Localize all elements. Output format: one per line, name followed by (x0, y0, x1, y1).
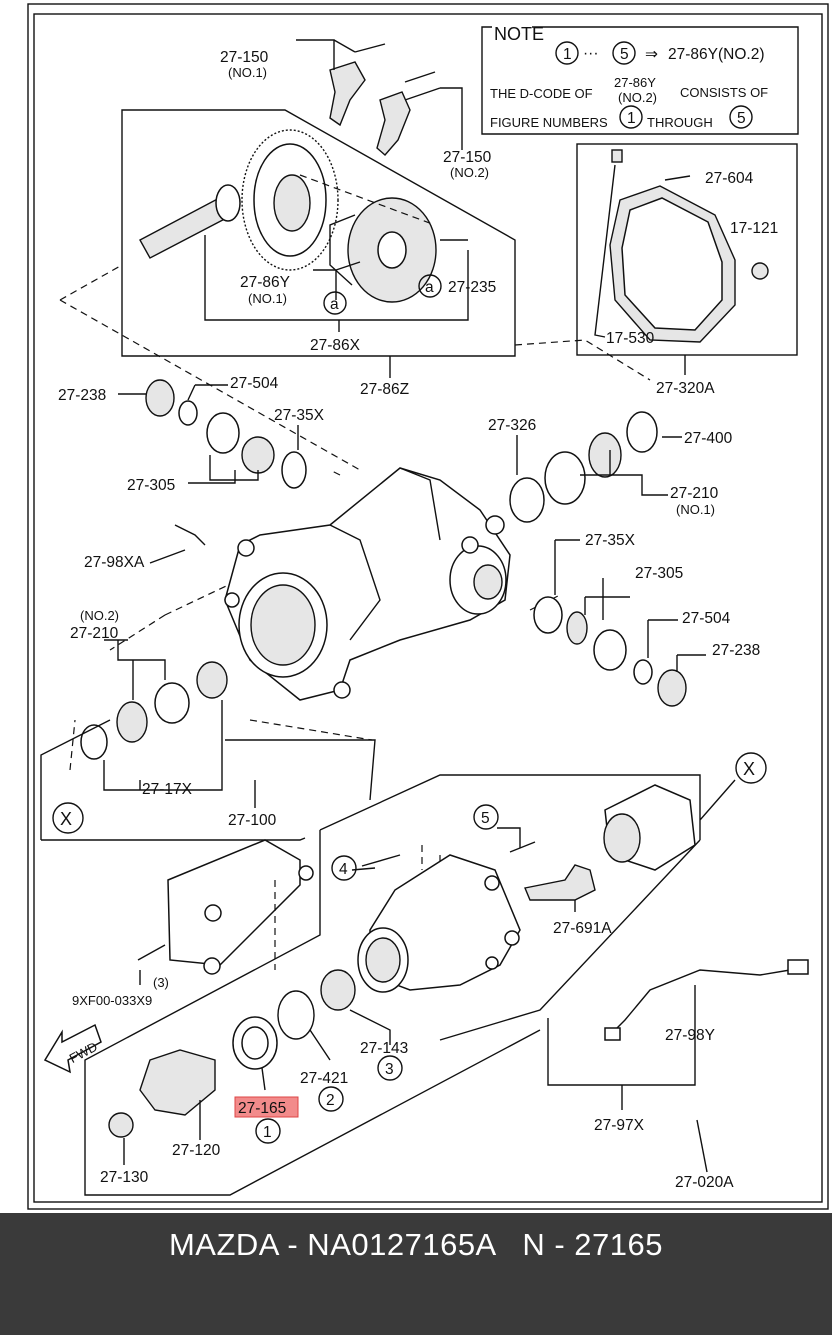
lower-assembly-panel: X (84, 752, 809, 1196)
note-line3-through: THROUGH (647, 115, 713, 130)
mark-a-1: a (330, 296, 339, 313)
label-27-98y: 27-98Y (665, 1027, 715, 1044)
note-line2-prefix: THE D-CODE OF (490, 86, 593, 101)
circle-4-lower-label: 4 (339, 861, 348, 878)
bearing-group-top-right (509, 411, 682, 523)
label-27-235: 27-235 (448, 279, 496, 296)
marker-x-left-label: X (60, 809, 72, 829)
label-17-530: 17-530 (606, 330, 655, 347)
label-17-121: 17-121 (730, 220, 778, 237)
note-line2-code: 27-86Y (614, 75, 656, 90)
label-27-150-no1-sub: (NO.1) (228, 65, 267, 80)
label-27-35x-top: 27-35X (274, 407, 325, 424)
label-27-210-no1: 27-210 (670, 485, 719, 502)
part-number-caption: MAZDA - NA0127165A N - 27165 (168, 1227, 664, 1262)
note-mark-end: 5 (620, 46, 629, 63)
label-27-17x: 27-17X (142, 781, 193, 798)
note-line2-code-sub: (NO.2) (618, 90, 657, 105)
fwd-arrow-icon: FWD (43, 1023, 102, 1074)
inner-frame (33, 13, 823, 1203)
circle-5-lower-label: 5 (481, 810, 490, 827)
note-title: NOTE (494, 24, 544, 44)
label-27-210-no2-sub: (NO.2) (80, 608, 119, 623)
bearing-group-top-left (118, 379, 307, 489)
note-code: 27-86Y(NO.2) (668, 46, 764, 63)
label-27-86y-no1-sub: (NO.1) (248, 291, 287, 306)
label-9xf00-qty: (3) (153, 975, 169, 990)
label-27-86z: 27-86Z (360, 381, 409, 398)
label-9xf00: 9XF00-033X9 (72, 993, 152, 1008)
label-27-86x: 27-86X (310, 337, 361, 354)
outer-frame (27, 3, 829, 1210)
label-27-35x-right: 27-35X (585, 532, 636, 549)
guide-line-top (59, 264, 651, 476)
note-box: NOTE 1 ··· 5 ⇒ 27-86Y(NO.2) THE D-CODE O… (481, 24, 799, 135)
highlight-27-165 (234, 1096, 299, 1118)
bearing-group-mid-left (80, 639, 228, 791)
circle-3-lower (377, 1055, 403, 1081)
rear-cover-panel (576, 143, 798, 375)
label-27-210-no1-sub: (NO.1) (676, 502, 715, 517)
carrier-housing (149, 467, 511, 701)
parts-diagram: NOTE 1 ··· 5 ⇒ 27-86Y(NO.2) THE D-CODE O… (27, 3, 829, 1210)
label-27-210-no2: 27-210 (70, 625, 119, 642)
label-27-504-top: 27-504 (230, 375, 279, 392)
note-arrow: ⇒ (645, 46, 658, 63)
note-line3-prefix: FIGURE NUMBERS (490, 115, 608, 130)
marker-x-right (735, 752, 767, 784)
label-27-150-no2-sub: (NO.2) (450, 165, 489, 180)
label-27-691a: 27-691A (553, 920, 612, 937)
footer-bar: MAZDA - NA0127165A N - 27165 (0, 1213, 832, 1335)
label-27-238-top: 27-238 (58, 387, 106, 404)
label-27-238-right: 27-238 (712, 642, 760, 659)
label-27-100: 27-100 (228, 812, 277, 829)
guide-line-low (69, 719, 373, 771)
label-27-120: 27-120 (172, 1142, 221, 1159)
label-27-604: 27-604 (705, 170, 754, 187)
label-27-504-right: 27-504 (682, 610, 731, 627)
frame-27-100 (40, 719, 376, 841)
label-27-305-right: 27-305 (635, 565, 683, 582)
note-line3-mark-end: 5 (737, 110, 746, 127)
label-27-320a: 27-320A (656, 380, 715, 397)
note-mark-start: 1 (563, 46, 572, 63)
marker-x-right-label: X (743, 759, 755, 779)
label-27-150-no1: 27-150 (220, 49, 269, 66)
differential-panel: a a (121, 39, 516, 378)
circle-5-lower (473, 804, 499, 830)
circle-2-lower (318, 1086, 344, 1112)
note-ellipsis: ··· (583, 45, 599, 62)
circle-3-lower-label: 3 (385, 1061, 394, 1078)
circle-2-lower-label: 2 (326, 1092, 335, 1109)
marker-x-left (52, 802, 84, 834)
label-27-98xa: 27-98XA (84, 554, 145, 571)
label-27-020a: 27-020A (675, 1174, 734, 1191)
bearing-group-mid-right (533, 539, 706, 707)
label-27-150-no2: 27-150 (443, 149, 492, 166)
label-27-326: 27-326 (488, 417, 536, 434)
label-27-421: 27-421 (300, 1070, 348, 1087)
mark-a-2: a (425, 279, 434, 296)
label-27-143: 27-143 (360, 1040, 408, 1057)
circle-4-lower (331, 855, 357, 881)
circle-1-lower (255, 1118, 281, 1144)
label-27-400: 27-400 (684, 430, 733, 447)
label-27-305-top: 27-305 (127, 477, 175, 494)
note-line2-suffix: CONSISTS OF (680, 85, 768, 100)
label-27-130: 27-130 (100, 1169, 149, 1186)
label-27-165: 27-165 (238, 1100, 286, 1117)
label-27-97x: 27-97X (594, 1117, 645, 1134)
label-27-86y-no1: 27-86Y (240, 274, 290, 291)
circle-1-lower-label: 1 (263, 1124, 272, 1141)
note-line3-mark-start: 1 (627, 110, 636, 127)
